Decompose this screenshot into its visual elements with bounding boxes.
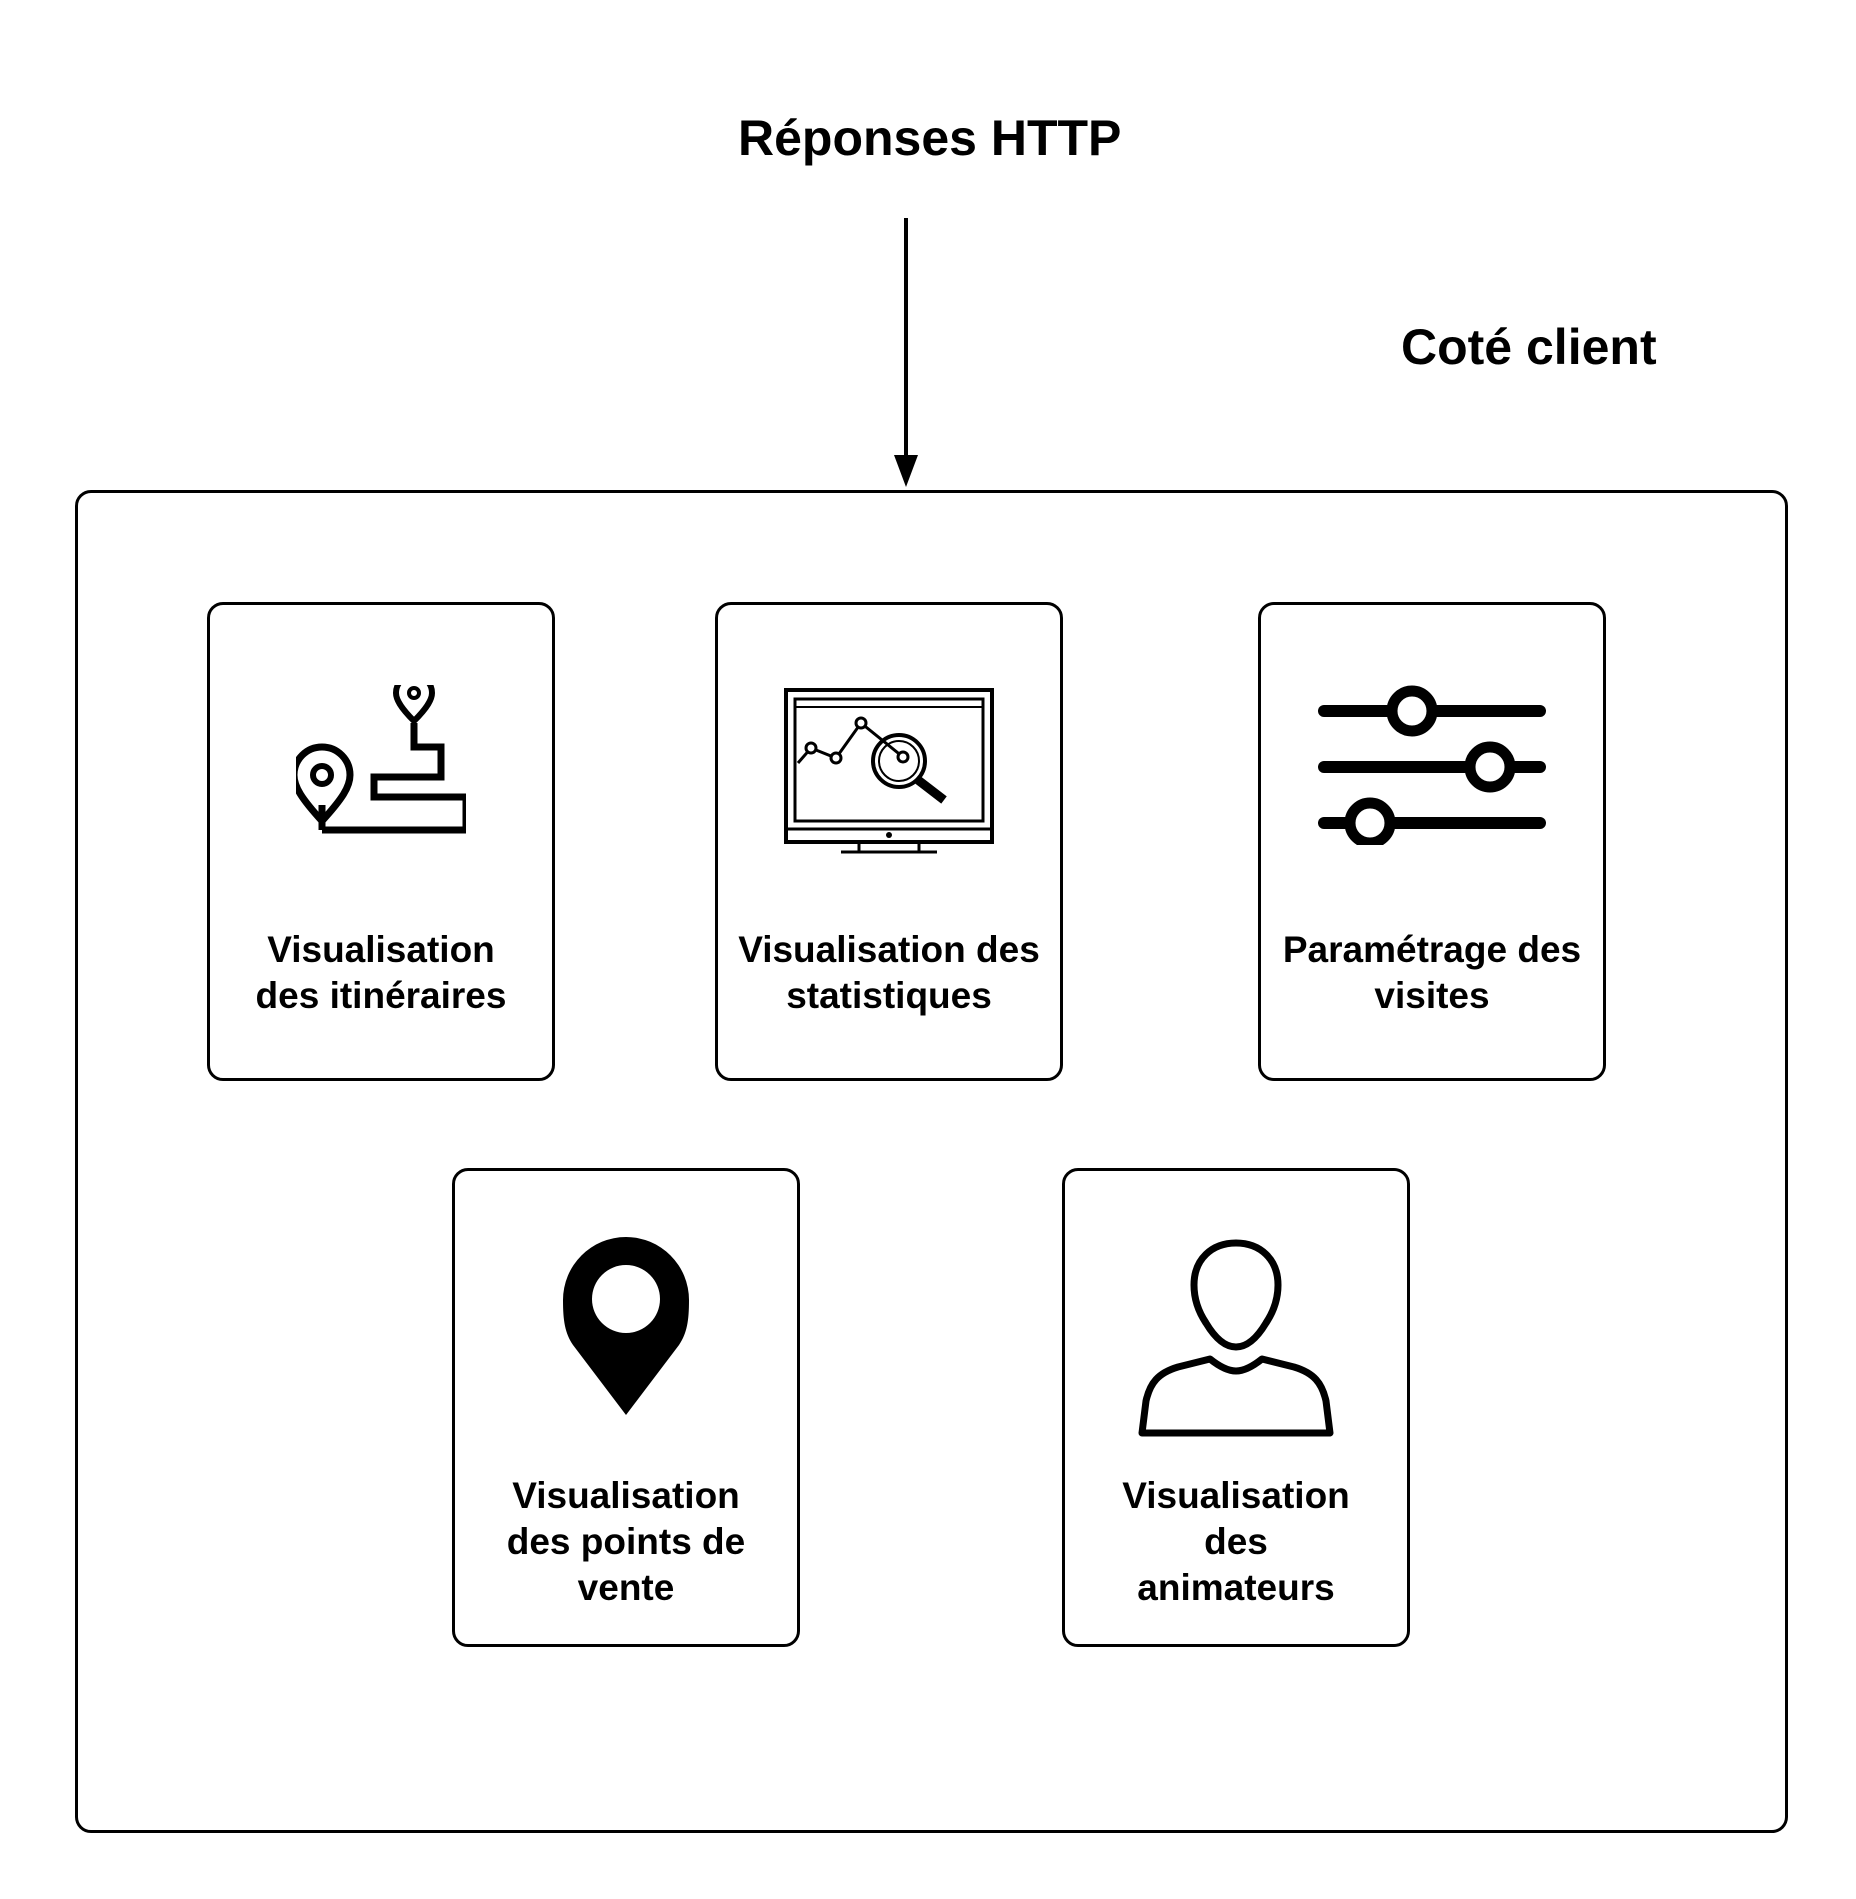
label-line: statistiques xyxy=(786,975,992,1016)
label-line: Visualisation xyxy=(512,1475,740,1516)
user-icon xyxy=(1136,1237,1336,1442)
card-points-vente: Visualisation des points de vente xyxy=(452,1168,800,1647)
monitor-chart-icon xyxy=(784,685,994,860)
label-line: vente xyxy=(577,1567,675,1608)
card-animateurs: Visualisation des animateurs xyxy=(1062,1168,1410,1647)
label-line: animateurs xyxy=(1137,1567,1335,1608)
route-map-icon xyxy=(290,672,470,840)
card-points-vente-label: Visualisation des points de vente xyxy=(455,1473,797,1611)
sliders-icon xyxy=(1318,685,1546,850)
card-animateurs-label: Visualisation des animateurs xyxy=(1065,1473,1407,1611)
http-responses-title: Réponses HTTP xyxy=(738,110,1122,166)
card-parametrage-label: Paramétrage des visites xyxy=(1261,927,1603,1019)
client-side-title: Coté client xyxy=(1401,319,1657,375)
card-itineraires: Visualisation des itinéraires xyxy=(207,602,555,1081)
card-itineraires-label: Visualisation des itinéraires xyxy=(210,927,552,1019)
card-parametrage: Paramétrage des visites xyxy=(1258,602,1606,1081)
map-pin-icon xyxy=(563,1237,689,1422)
label-line: visites xyxy=(1374,975,1490,1016)
label-line: Visualisation xyxy=(267,929,495,970)
card-statistiques: Visualisation des statistiques xyxy=(715,602,1063,1081)
label-line: des xyxy=(1204,1521,1268,1562)
label-line: Visualisation des xyxy=(738,929,1040,970)
label-line: Paramétrage des xyxy=(1282,929,1582,970)
card-statistiques-label: Visualisation des statistiques xyxy=(718,927,1060,1019)
label-line: des points de xyxy=(506,1521,746,1562)
label-line: des itinéraires xyxy=(255,975,507,1016)
label-line: Visualisation xyxy=(1122,1475,1350,1516)
client-side-container xyxy=(75,490,1788,1833)
